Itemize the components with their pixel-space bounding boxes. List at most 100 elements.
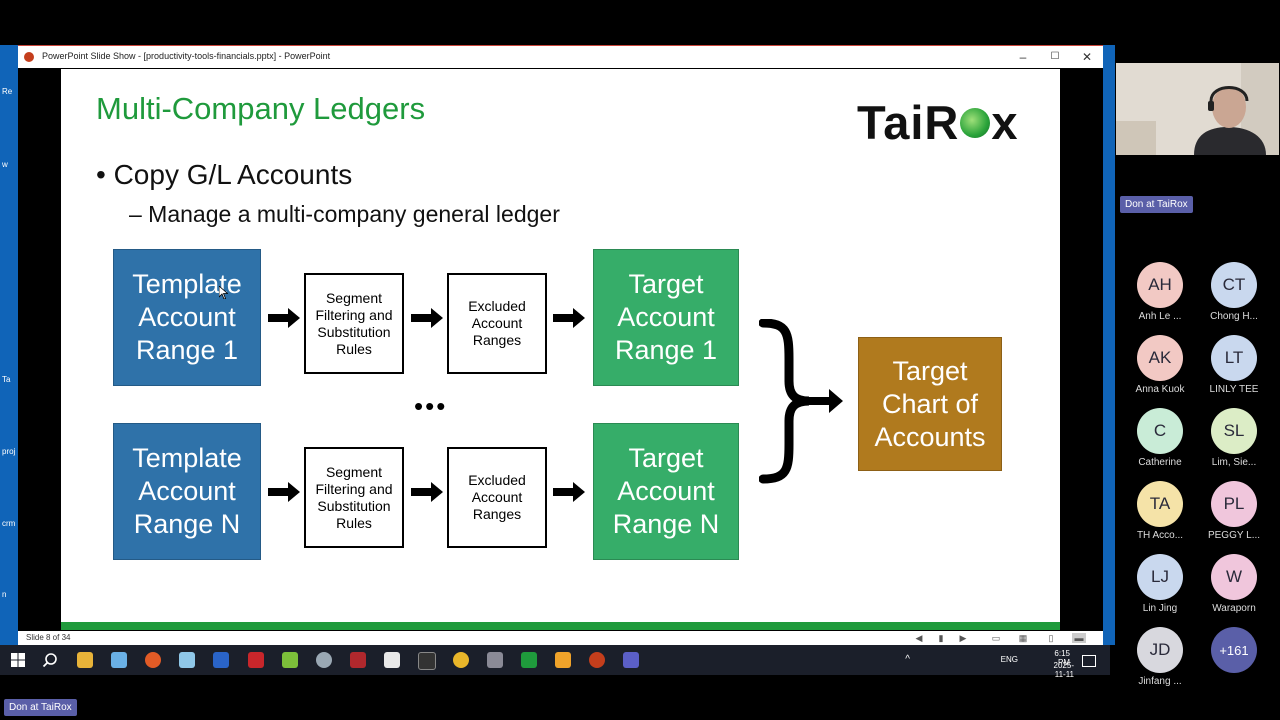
participant-name: TH Acco... <box>1136 530 1184 541</box>
participant-name: Jinfang ... <box>1138 676 1182 687</box>
window-title: PowerPoint Slide Show - [productivity-to… <box>42 51 331 61</box>
logo-text-start: TaiR <box>857 96 960 149</box>
participant-avatar: LT <box>1211 335 1257 381</box>
language-indicator[interactable]: ENG <box>1000 655 1018 664</box>
participant-avatar: CT <box>1211 262 1257 308</box>
clock-date[interactable]: 2025-11-11 <box>1053 661 1074 679</box>
terminal-icon[interactable] <box>418 652 436 670</box>
desktop-label: n <box>2 590 7 599</box>
participant-avatar: SL <box>1211 408 1257 454</box>
app-icon[interactable] <box>282 652 298 668</box>
app-icon[interactable] <box>521 652 537 668</box>
app-icon[interactable] <box>555 652 571 668</box>
app-icon[interactable] <box>350 652 366 668</box>
participant-avatar: PL <box>1211 481 1257 527</box>
slide-sorter-icon[interactable]: ▦ <box>1018 633 1028 643</box>
arrow-right-icon <box>268 482 300 502</box>
participant-avatar: AH <box>1137 262 1183 308</box>
arrow-right-icon <box>553 308 585 328</box>
firefox-icon[interactable] <box>145 652 161 668</box>
windows-start-icon[interactable] <box>10 652 26 668</box>
app-icon[interactable] <box>487 652 503 668</box>
powerpoint-taskbar-icon[interactable] <box>589 652 605 668</box>
template-range-1-box: Template Account Range 1 <box>113 249 261 386</box>
participant-tile[interactable]: LJ Lin Jing <box>1120 554 1200 614</box>
desktop-label: crm <box>2 519 16 528</box>
participant-avatar: LJ <box>1137 554 1183 600</box>
participant-tile[interactable]: W Waraporn <box>1194 554 1274 614</box>
excluded-ranges-box-1: Excluded Account Ranges <box>447 273 547 374</box>
speaker-video[interactable] <box>1116 63 1279 155</box>
minimize-button[interactable]: – <box>1019 50 1027 64</box>
right-accent-bar <box>1103 45 1115 645</box>
desktop-strip: Re w Ta proj crm n <box>0 45 18 645</box>
file-explorer-icon[interactable] <box>77 652 93 668</box>
target-chart-of-accounts-box: Target Chart of Accounts <box>858 337 1002 471</box>
desktop-label: proj <box>2 447 16 456</box>
participant-name: Waraporn <box>1212 603 1256 614</box>
globe-icon <box>960 107 991 138</box>
reading-view-icon[interactable]: ▯ <box>1048 633 1054 643</box>
window-titlebar[interactable]: PowerPoint Slide Show - [productivity-to… <box>18 46 1103 68</box>
app-icon[interactable] <box>179 652 195 668</box>
powerpoint-window: PowerPoint Slide Show - [productivity-to… <box>18 45 1103 646</box>
powerpoint-icon <box>24 52 34 62</box>
previous-slide-icon[interactable]: ◀ <box>915 633 923 643</box>
speaker-video-frame <box>1116 63 1279 155</box>
arrow-right-icon <box>411 308 443 328</box>
maximize-button[interactable]: ☐ <box>1050 51 1060 62</box>
participant-name: LINLY TEE <box>1209 384 1259 395</box>
clock-time[interactable]: 6:15 PM <box>1054 649 1070 667</box>
slideshow-status-bar: Slide 8 of 34 ◀ ▮ ▶ ▭ ▦ ▯ ▬ <box>18 631 1103 646</box>
participant-name: PEGGY L... <box>1207 530 1261 541</box>
teams-icon[interactable] <box>623 652 639 668</box>
chevron-up-icon[interactable]: ^ <box>905 654 910 665</box>
notification-icon[interactable] <box>1082 655 1096 667</box>
participant-tile[interactable]: LT LINLY TEE <box>1194 335 1274 395</box>
desktop-label: w <box>2 160 8 169</box>
slide-footer-bar <box>61 622 1060 630</box>
slide-counter: Slide 8 of 34 <box>26 633 71 642</box>
slide-title: Multi-Company Ledgers <box>96 91 426 126</box>
app-icon[interactable] <box>111 652 127 668</box>
tairox-logo: TaiR x <box>857 95 1019 150</box>
next-slide-icon[interactable]: ▶ <box>959 633 967 643</box>
participant-avatar: AK <box>1137 335 1183 381</box>
slideshow-view-icon[interactable]: ▬ <box>1072 633 1086 643</box>
normal-view-icon[interactable]: ▭ <box>991 633 1001 643</box>
target-range-n-box: Target Account Range N <box>593 423 739 560</box>
ellipsis: ••• <box>414 391 448 421</box>
participant-avatar: +161 <box>1211 627 1257 673</box>
excluded-ranges-box-n: Excluded Account Ranges <box>447 447 547 548</box>
participant-name: Anna Kuok <box>1135 384 1185 395</box>
close-button[interactable]: ✕ <box>1081 50 1093 64</box>
desktop-label: Re <box>2 87 13 96</box>
participant-tile[interactable]: AK Anna Kuok <box>1120 335 1200 395</box>
vivaldi-icon[interactable] <box>384 652 400 668</box>
segment-filter-box-n: Segment Filtering and Substitution Rules <box>304 447 404 548</box>
participant-tile[interactable]: PL PEGGY L... <box>1194 481 1274 541</box>
arrow-right-icon <box>268 308 300 328</box>
participant-name: Lin Jing <box>1142 603 1178 614</box>
chrome-icon[interactable] <box>453 652 469 668</box>
powershell-icon[interactable] <box>213 652 229 668</box>
participant-avatar: W <box>1211 554 1257 600</box>
template-range-n-box: Template Account Range N <box>113 423 261 560</box>
mouse-cursor-icon <box>219 286 228 299</box>
participant-tile[interactable]: CT Chong H... <box>1194 262 1274 322</box>
logo-text-end: x <box>991 96 1019 149</box>
search-icon[interactable] <box>42 652 58 668</box>
app-icon[interactable] <box>316 652 332 668</box>
participant-name: Catherine <box>1138 457 1182 468</box>
participant-name: Chong H... <box>1210 311 1258 322</box>
filezilla-icon[interactable] <box>248 652 264 668</box>
pause-icon[interactable]: ▮ <box>938 633 944 643</box>
segment-filter-box-1: Segment Filtering and Substitution Rules <box>304 273 404 374</box>
participant-tile[interactable]: +161 <box>1194 627 1274 676</box>
